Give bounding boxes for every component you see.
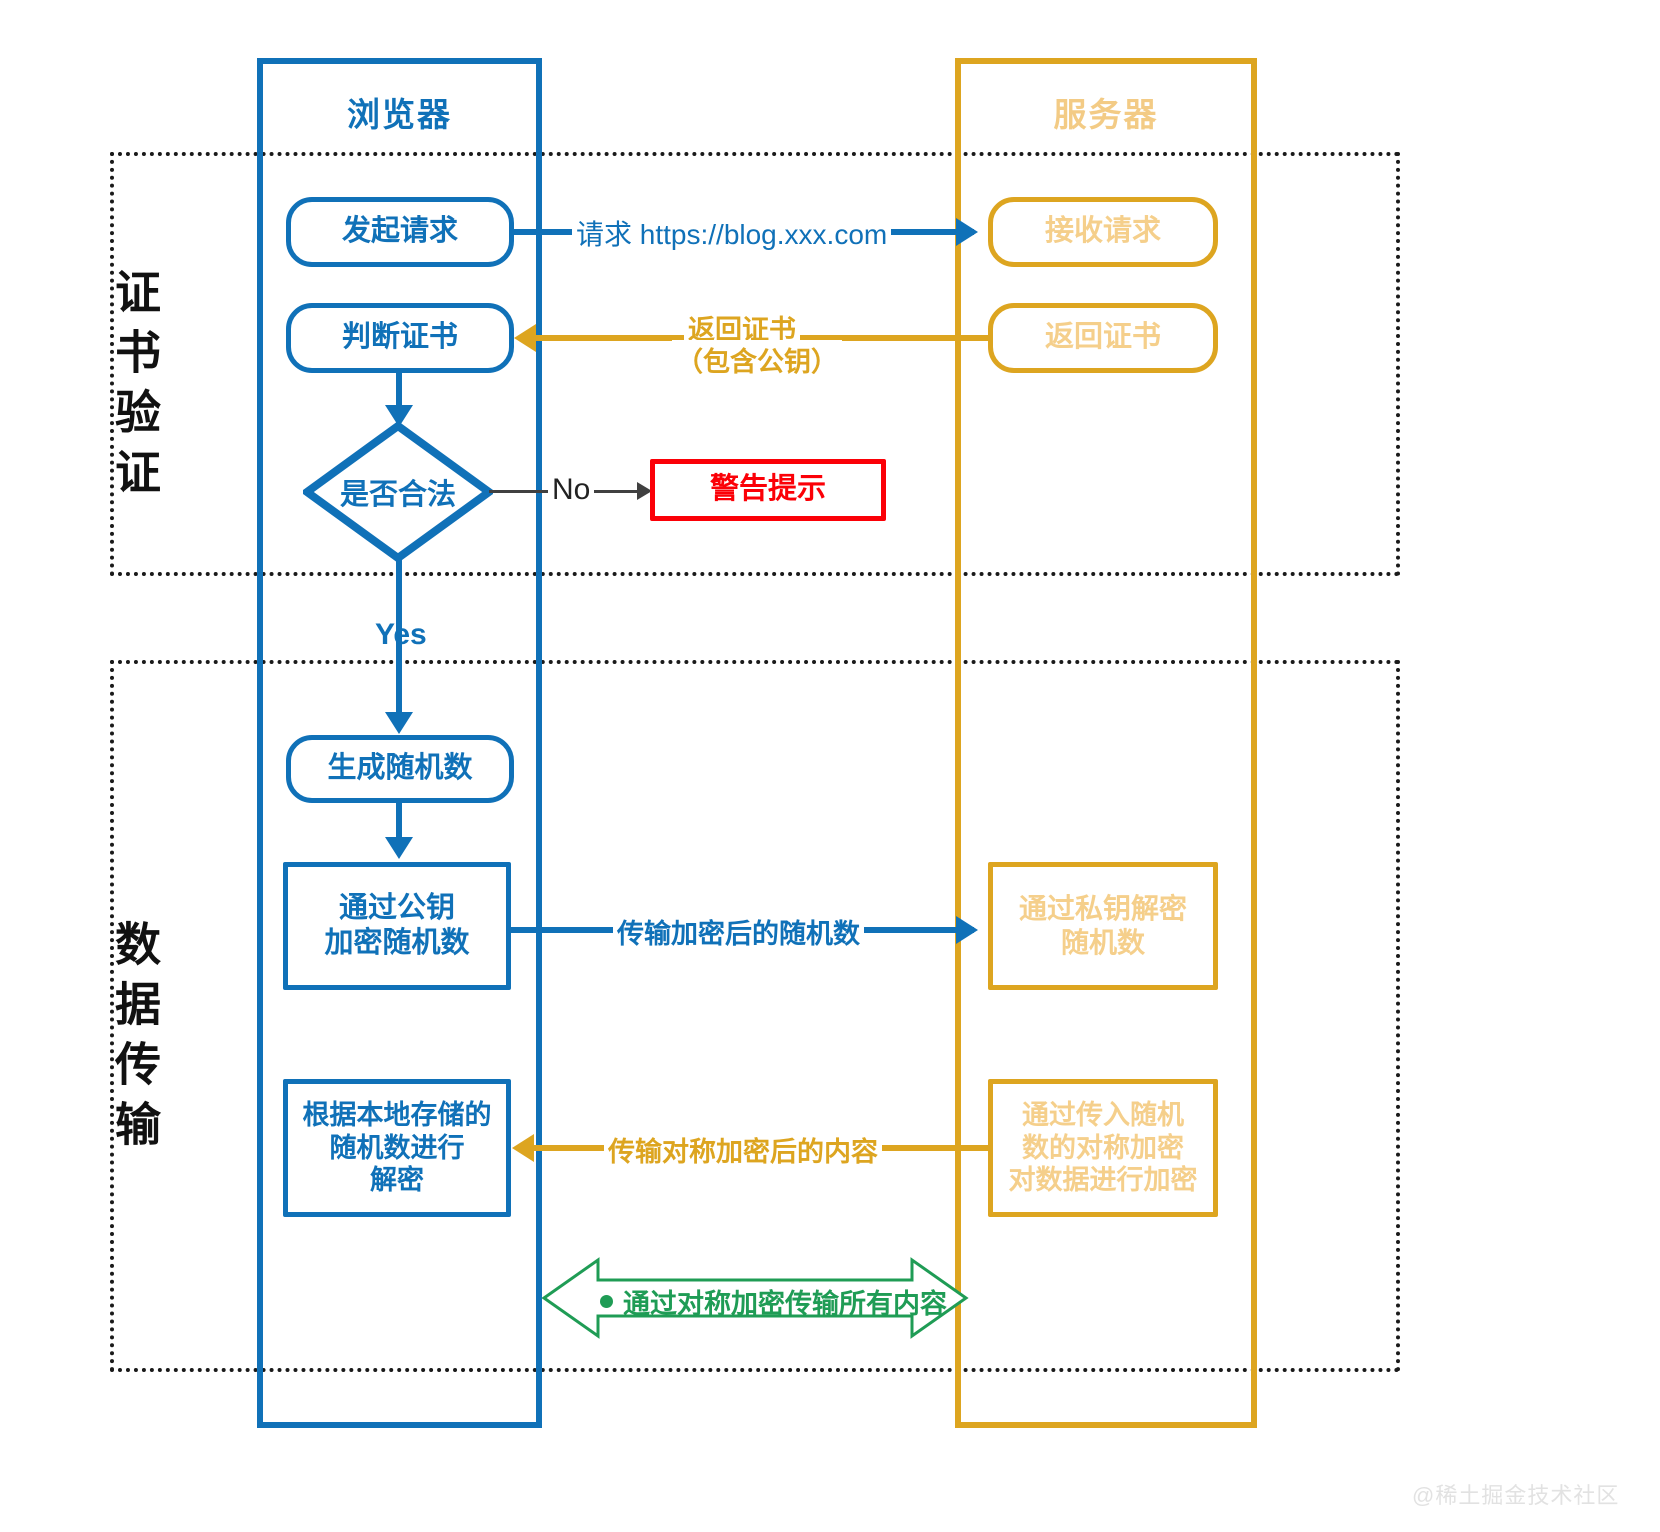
- lane-server: [955, 58, 1257, 1428]
- decision-is-valid[interactable]: 是否合法: [303, 422, 493, 562]
- edge-transfer-sym-arrowhead: [512, 1134, 534, 1162]
- phase-label-cert-verification: 证书验证: [109, 268, 161, 508]
- edge-gen-to-encrypt-line: [396, 803, 402, 841]
- double-arrow-icon: [541, 1257, 969, 1339]
- edge-label-request-url: 请求 https://blog.xxx.com: [572, 213, 892, 253]
- phase-box-data-transfer: [110, 660, 1400, 1372]
- node-generate-random[interactable]: 生成随机数: [286, 735, 514, 803]
- node-local-random-decrypt[interactable]: 根据本地存储的 随机数进行 解密: [283, 1079, 511, 1217]
- node-initiate-request[interactable]: 发起请求: [286, 197, 514, 267]
- edge-label-transfer-encrypted-random: 传输加密后的随机数: [613, 912, 864, 951]
- edge-label-no: No: [548, 473, 595, 507]
- watermark: @稀土掘金技术社区: [1412, 1483, 1620, 1508]
- edge-yes-arrowhead: [385, 712, 413, 734]
- edge-transfer-random-arrowhead: [956, 916, 978, 944]
- node-private-key-decrypt[interactable]: 通过私钥解密 随机数: [988, 862, 1218, 990]
- node-symmetric-encrypt-data[interactable]: 通过传入随机 数的对称加密 对数据进行加密: [988, 1079, 1218, 1217]
- node-encrypt-random-public-key[interactable]: 通过公钥 加密随机数: [283, 862, 511, 990]
- node-encrypt-random-line1: 通过公钥: [338, 891, 455, 924]
- node-check-certificate[interactable]: 判断证书: [286, 303, 514, 373]
- node-sym-encrypt-line2: 数的对称加密: [1022, 1132, 1184, 1163]
- node-local-decrypt-line3: 解密: [370, 1165, 424, 1196]
- edge-request-arrowhead: [956, 218, 978, 246]
- edge-gen-to-encrypt-arrowhead: [385, 837, 413, 859]
- phase-box-cert-verification: [110, 152, 1400, 576]
- edge-check-to-decision-line: [396, 373, 402, 409]
- node-sym-encrypt-line3: 对数据进行加密: [1008, 1165, 1198, 1196]
- edge-label-return-cert-line2: （包含公钥）: [672, 340, 842, 379]
- node-local-decrypt-line2: 随机数进行: [329, 1132, 465, 1163]
- node-local-decrypt-line1: 根据本地存储的: [302, 1099, 492, 1130]
- lane-title-browser: 浏览器: [347, 96, 452, 133]
- edge-return-cert-arrowhead: [514, 324, 536, 352]
- summary-double-arrow: [540, 1252, 970, 1344]
- node-encrypt-random-line2: 加密随机数: [324, 927, 470, 959]
- phase-label-data-transfer: 数据传输: [109, 920, 161, 1160]
- lane-title-server: 服务器: [1053, 96, 1159, 133]
- edge-no-arrowhead: [637, 482, 652, 500]
- summary-double-arrow-label: 通过对称加密传输所有内容: [600, 1282, 947, 1321]
- node-receive-request[interactable]: 接收请求: [988, 197, 1218, 267]
- node-sym-encrypt-line1: 通过传入随机: [1022, 1099, 1184, 1130]
- edge-label-yes: Yes: [375, 618, 427, 651]
- edge-label-transfer-sym-content: 传输对称加密后的内容: [604, 1130, 882, 1169]
- node-warning-prompt[interactable]: 警告提示: [650, 459, 886, 521]
- edge-yes-line: [396, 558, 402, 718]
- node-return-certificate[interactable]: 返回证书: [988, 303, 1218, 373]
- bullet-dot-icon: [600, 1295, 613, 1308]
- node-private-decrypt-line2: 随机数: [1060, 927, 1145, 958]
- lane-browser: [257, 58, 542, 1428]
- summary-text: 通过对称加密传输所有内容: [623, 1289, 947, 1319]
- decision-label: 是否合法: [339, 479, 456, 511]
- edge-check-to-decision-arrowhead: [385, 405, 413, 427]
- node-private-decrypt-line1: 通过私钥解密: [1018, 892, 1187, 924]
